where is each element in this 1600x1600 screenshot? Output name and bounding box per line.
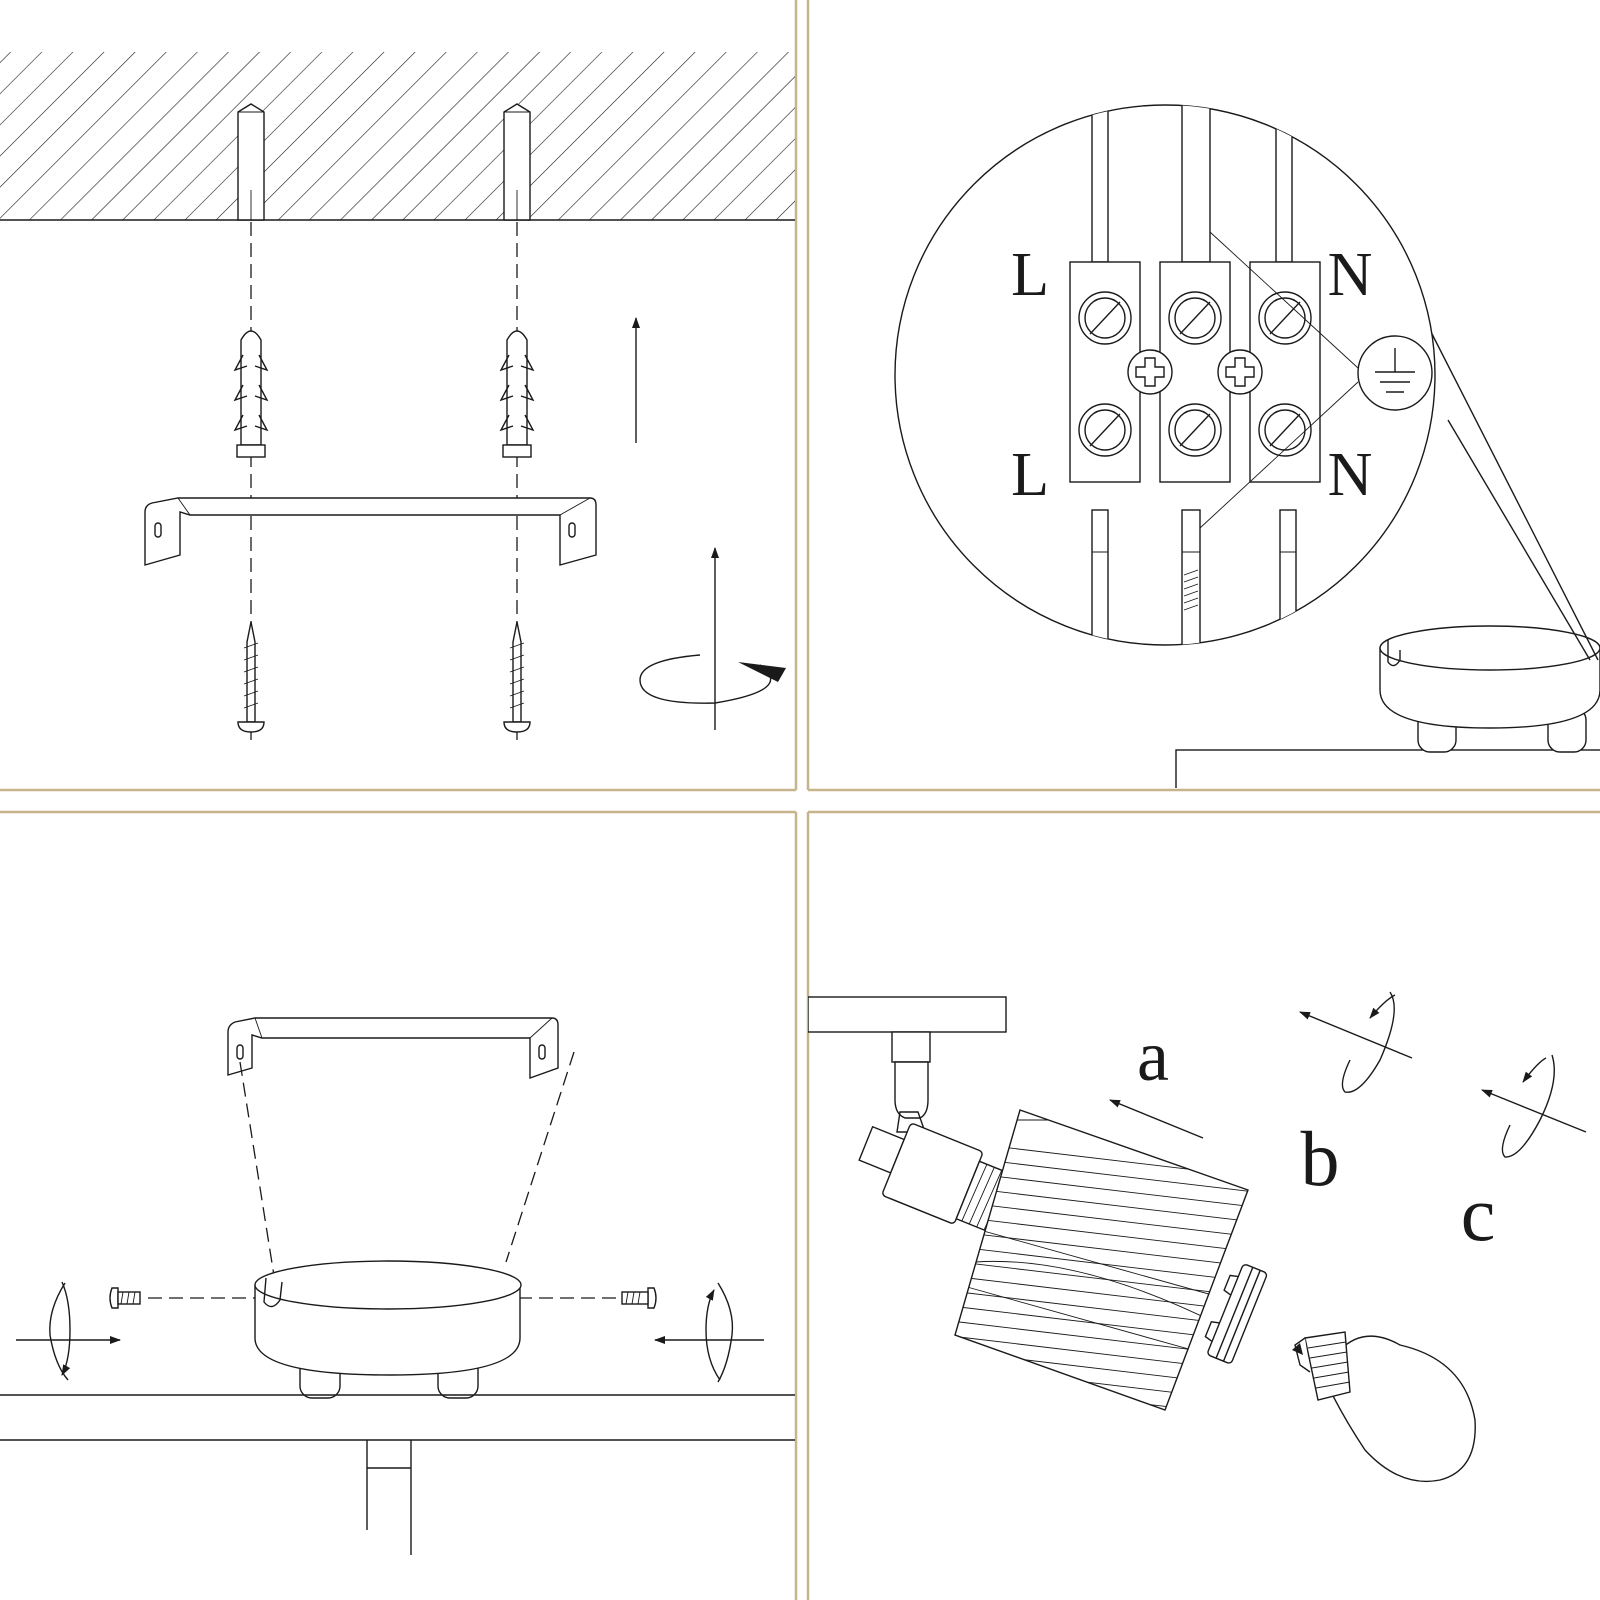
light-bulb-icon: [1292, 1331, 1476, 1483]
terminal-label-l-bottom: L: [1011, 441, 1049, 509]
terminal-screw: [1078, 291, 1312, 457]
rotate-arrow-right-icon: [654, 1282, 764, 1383]
wall-plug-right: [499, 330, 535, 458]
fix-screw-left: [109, 1287, 141, 1309]
drill-hole-right: [503, 103, 531, 221]
slide-arrow-icon: [1109, 1099, 1204, 1139]
ring-nut: [1204, 1264, 1268, 1364]
ceiling-hatched: [0, 52, 795, 220]
rotate-arrow-left-icon: [16, 1281, 121, 1381]
canopy-base: [1379, 625, 1600, 753]
panel-1-mount-bracket: [0, 52, 795, 745]
step-label-a: a: [1137, 1016, 1169, 1096]
lamp-holder: [858, 1123, 1029, 1240]
wall-plug-left: [233, 330, 269, 458]
cross-screw: [1127, 349, 1263, 395]
terminal-label-l-top: L: [1011, 241, 1049, 309]
drill-hole-left: [237, 103, 265, 221]
lamp-stem: [891, 1031, 931, 1133]
panel-2-wiring: L L N N: [894, 104, 1600, 788]
rotate-arrow-c-icon: [1481, 1054, 1587, 1158]
step-label-b: b: [1301, 1115, 1340, 1202]
terminal-label-n-bottom: N: [1328, 441, 1373, 509]
mounting-bracket-2: [227, 1017, 559, 1079]
stem: [366, 1440, 412, 1555]
earth-ground-icon: [1357, 335, 1433, 411]
screw-left: [237, 621, 265, 733]
rotate-arrow-b-icon: [1299, 991, 1413, 1093]
terminal-block: [1069, 261, 1321, 483]
terminal-label-n-top: N: [1328, 241, 1373, 309]
panel-4-lamp-assembly: a b c: [808, 991, 1587, 1483]
mounting-bracket: [144, 497, 597, 566]
rotate-arrow-icon: [639, 547, 786, 730]
fix-screw-right: [621, 1287, 657, 1309]
canopy: [254, 1260, 522, 1399]
screw-right: [503, 621, 531, 733]
panel-3-fix-canopy: [0, 1017, 795, 1555]
step-label-c: c: [1461, 1170, 1496, 1257]
